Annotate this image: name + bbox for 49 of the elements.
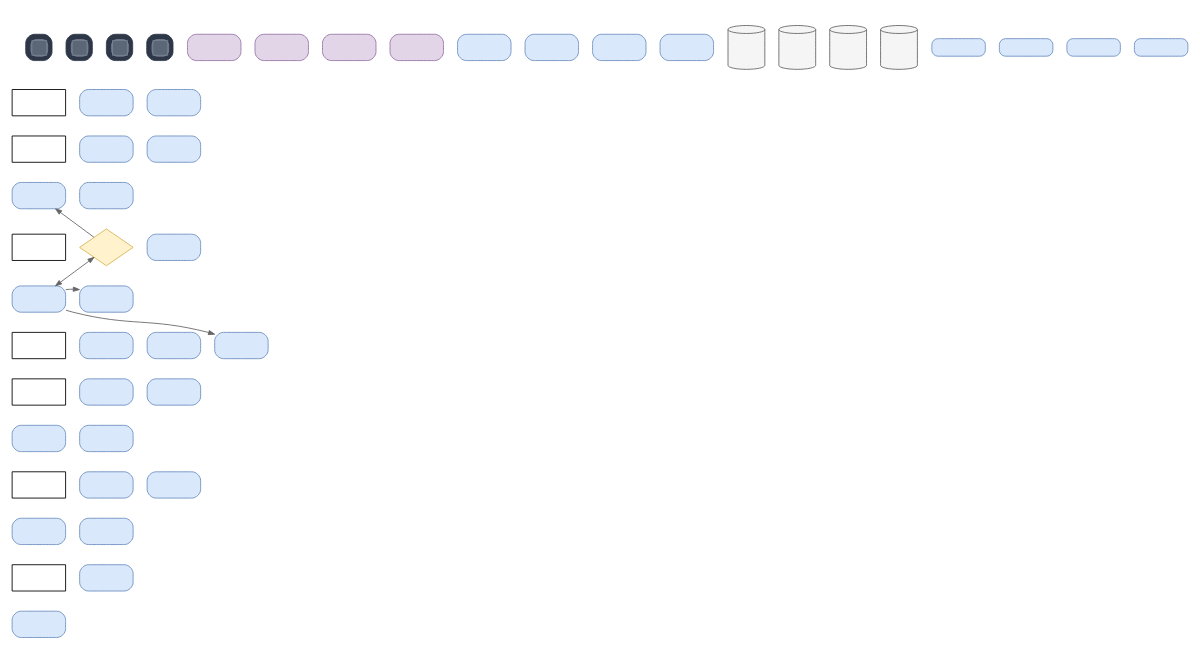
node-box: [11, 564, 67, 592]
node-box: [11, 135, 67, 163]
node-box: [79, 331, 134, 360]
node-box: [11, 331, 67, 360]
node-box: [592, 33, 647, 61]
node-box: [79, 378, 134, 406]
node-box: [146, 233, 202, 261]
node-box: [146, 135, 202, 163]
arrow: [55, 208, 95, 238]
node-box: [524, 33, 579, 61]
node-picture: [65, 33, 93, 61]
node-box: [79, 182, 134, 210]
node-box: [79, 517, 134, 545]
node-box: [11, 471, 67, 499]
node-box: [1066, 38, 1121, 57]
node-box: [322, 33, 377, 61]
node-box: [79, 471, 134, 499]
node-box: [457, 33, 512, 61]
node-box: [11, 378, 67, 406]
node-box: [11, 89, 67, 117]
node-box: [146, 89, 202, 117]
node-box: [11, 233, 67, 261]
node-box: [79, 135, 134, 163]
node-box: [214, 331, 269, 360]
node-box: [659, 33, 714, 61]
node-box: [146, 471, 202, 499]
node-box: [79, 424, 134, 453]
node-box: [187, 33, 242, 61]
node-box: [389, 33, 444, 61]
node-box: [11, 285, 67, 313]
arrow: [65, 309, 216, 336]
arrow: [65, 286, 80, 292]
node-box: [931, 38, 986, 57]
node-box: [1133, 38, 1189, 57]
node-picture: [25, 33, 53, 61]
node-box: [146, 378, 202, 406]
node-box: [254, 33, 309, 61]
node-box: [998, 38, 1054, 57]
node-box: [11, 182, 67, 210]
node-box: [79, 564, 134, 592]
node-box: [79, 285, 134, 313]
node-box: [11, 610, 67, 638]
node-box: [11, 517, 67, 545]
node-picture: [105, 33, 134, 61]
node-box: [79, 89, 134, 117]
node-box: [11, 424, 67, 453]
node-picture: [146, 33, 174, 61]
arrow: [55, 256, 95, 287]
node-box: [146, 331, 202, 360]
